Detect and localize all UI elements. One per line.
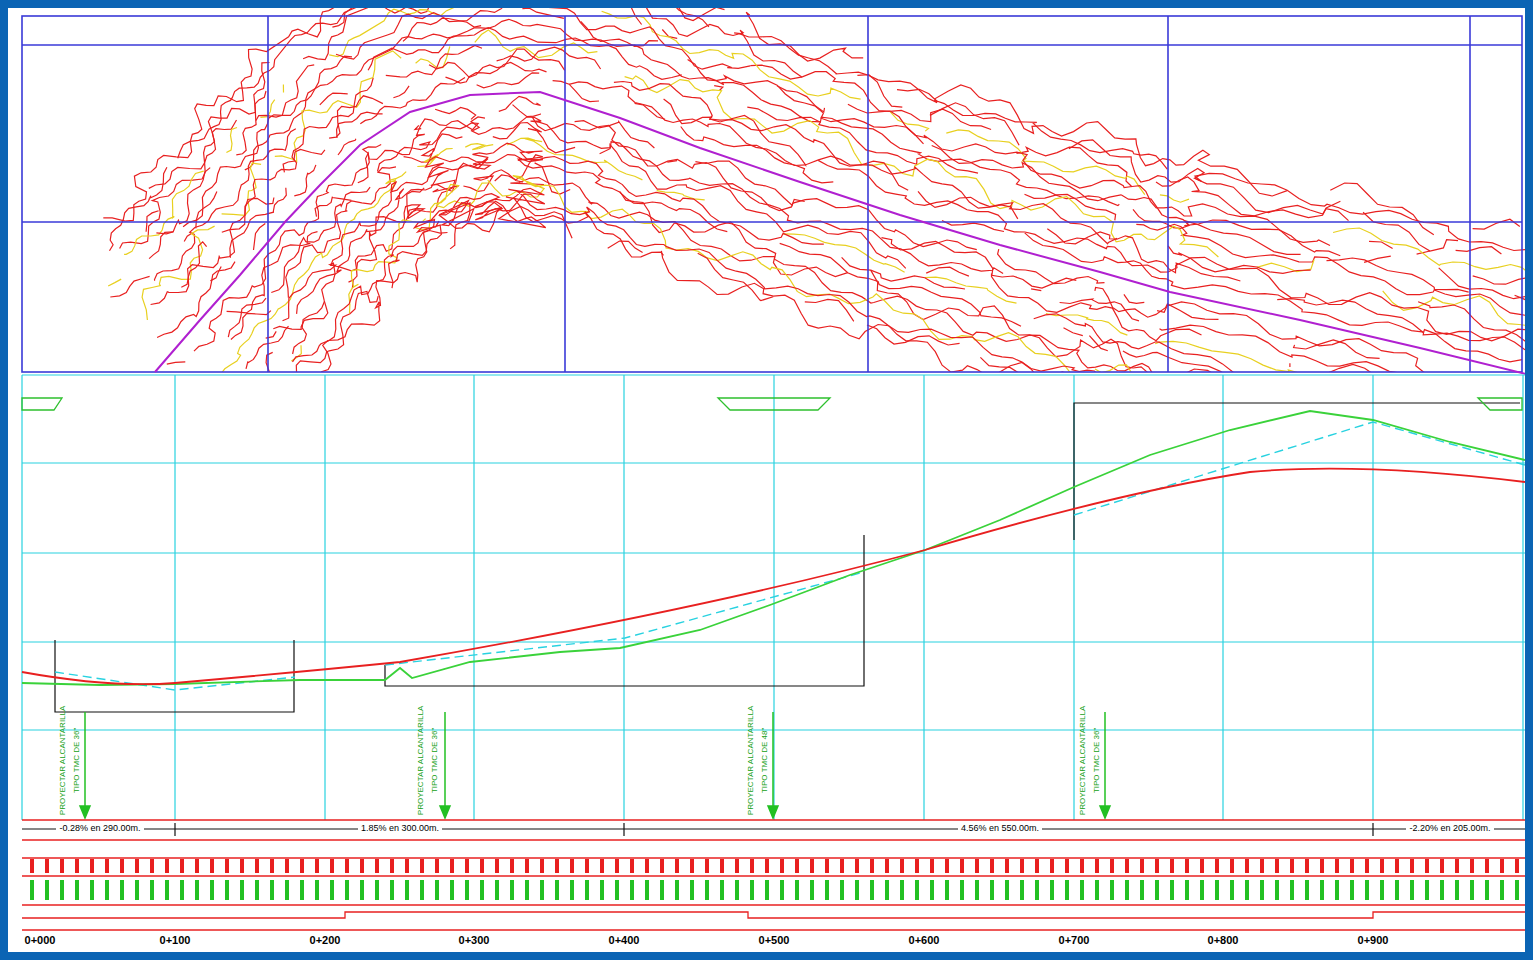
grade-label: -0.28% en 290.00m. (56, 824, 143, 834)
station-label: 0+500 (759, 934, 790, 946)
culvert-note: TIPO TMC DE 36" (1094, 727, 1103, 792)
station-label: 0+400 (609, 934, 640, 946)
contour-line (262, 201, 1500, 372)
culvert-note: PROYECTAR ALCANTARILLA (418, 705, 427, 815)
contour-line (293, 170, 1510, 372)
grade-label: 1.85% en 300.00m. (358, 824, 442, 834)
station-label: 0+700 (1059, 934, 1090, 946)
grade-label: 4.56% en 550.00m. (958, 824, 1042, 834)
contour-line (231, 123, 1522, 373)
contour-line (266, 143, 1516, 372)
station-label: 0+200 (310, 934, 341, 946)
grade-label: -2.20% en 205.00m. (1406, 824, 1493, 834)
contour-line (103, 8, 1525, 249)
station-label: 0+100 (160, 934, 191, 946)
contour-line (245, 176, 1505, 372)
contour-line (246, 155, 1514, 373)
station-label: 0+000 (25, 934, 56, 946)
station-label: 0+600 (909, 934, 940, 946)
culvert-note: TIPO TMC DE 48" (762, 727, 771, 792)
plan-profile-drawing (8, 8, 1525, 952)
contour-line (157, 73, 1522, 362)
culvert-note: TIPO TMC DE 36" (432, 727, 441, 792)
culvert-note: TIPO TMC DE 36" (74, 727, 83, 792)
station-label: 0+900 (1358, 934, 1389, 946)
culvert-note: PROYECTAR ALCANTARILLA (60, 705, 69, 815)
station-label: 0+300 (459, 934, 490, 946)
culvert-note: PROYECTAR ALCANTARILLA (748, 705, 757, 815)
station-label: 0+800 (1208, 934, 1239, 946)
contour-line (155, 28, 1526, 323)
culvert-note: PROYECTAR ALCANTARILLA (1080, 705, 1089, 815)
contour-line (156, 8, 1525, 290)
contour-line (236, 188, 1506, 372)
drawing-sheet: 0+000 0+100 0+200 0+300 0+400 0+500 0+600 0+700… (8, 8, 1525, 952)
